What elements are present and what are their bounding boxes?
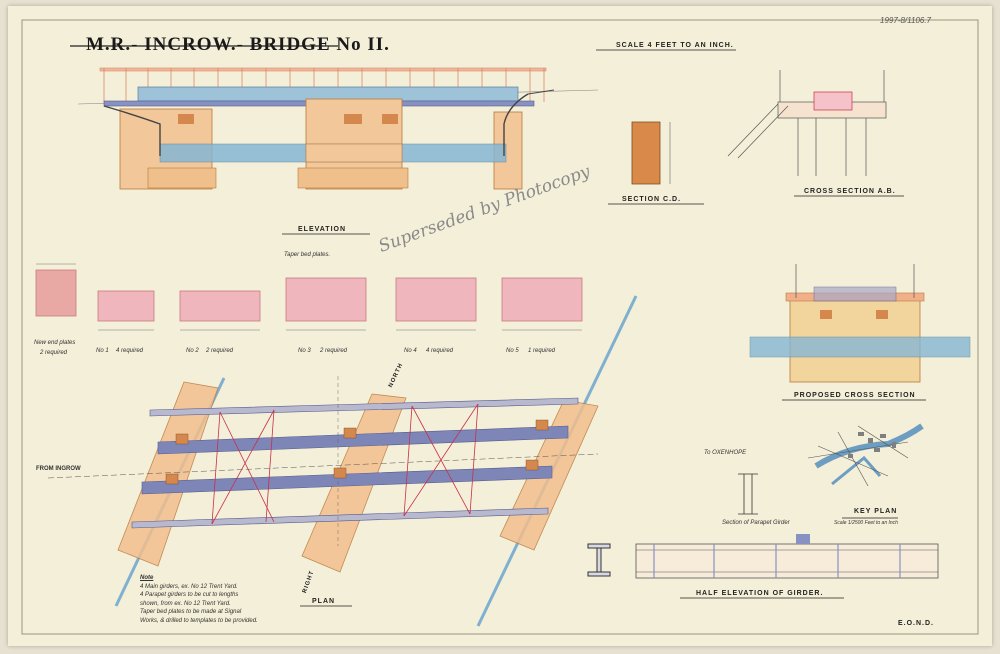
to-oxenhope-label: To OXENHOPE [704, 450, 747, 456]
bed-plates-view [35, 263, 583, 331]
bed-plate-5 [501, 277, 583, 322]
elevation-label: ELEVATION [298, 226, 347, 233]
bed-plate-label: No 5 [506, 348, 519, 354]
bed-plate-label: New end plates [34, 340, 76, 346]
plan-bracing [211, 403, 479, 525]
proposed-cross-section-view [749, 264, 971, 401]
parapet-girder-section-label: Section of Parapet Girder [722, 520, 790, 526]
note-line: Taper bed plates to be made at Signal [140, 609, 242, 615]
plan-label: PLAN [312, 598, 336, 605]
note-line: 4 Main girders, ex. No 12 Trent Yard. [140, 583, 238, 590]
bed-plate-required: 4 required [426, 348, 454, 354]
bed-plate-label: No 3 [298, 348, 311, 354]
proposed-stream [749, 336, 971, 358]
parapet-girder-section [738, 473, 758, 515]
bed-plate-4 [395, 277, 477, 322]
bed-plate-required: 1 required [528, 348, 556, 354]
key-plan-scale: Scale 1/2500 Feet to an Inch [834, 520, 898, 526]
bed-plate-required: 2 required [40, 350, 68, 356]
bed-plate-label: No 2 [186, 348, 199, 354]
section-cd-view [608, 121, 704, 205]
plan-girder-1 [157, 425, 569, 455]
bed-plate-1 [97, 290, 155, 322]
plan-parapet-north [149, 397, 579, 417]
note-line: 4 Parapet girders to be cut to lengths [140, 592, 239, 598]
cross-section-ab-view [727, 70, 904, 197]
parapet-rail [99, 67, 547, 72]
drawing-sheet: M.R.- INCROW.- BRIDGE No II. 1997-8/1106… [8, 6, 992, 646]
notes-block: Note 4 Main girders, ex. No 12 Trent Yar… [140, 574, 258, 625]
elevation-view [77, 67, 599, 235]
bed-plate-label: No 1 [96, 348, 109, 354]
note-line: Works, & drilled to templates to be prov… [140, 617, 258, 624]
bed-plate-new-end [35, 269, 77, 317]
half-elevation-label: HALF ELEVATION OF GIRDER. [696, 590, 824, 597]
bed-plate-required: 2 required [206, 348, 234, 354]
key-plan-label: KEY PLAN [854, 508, 898, 515]
plan-parapet-south [131, 507, 549, 529]
drawing-title: M.R.- INCROW.- BRIDGE No II. [86, 34, 390, 55]
bed-plate-label: No 4 [404, 348, 417, 354]
bed-plate-required: 2 required [320, 348, 348, 354]
bed-plate-required: 4 required [116, 348, 144, 354]
taper-bed-plates-label: Taper bed plates. [284, 252, 331, 258]
bed-plate-2 [179, 290, 261, 322]
notes-heading: Note [140, 575, 154, 581]
scale-label: SCALE 4 FEET TO AN INCH. [616, 42, 734, 49]
from-ingrow-label: FROM INGROW [36, 466, 81, 472]
half-elevation-girder [587, 534, 939, 599]
plan-view [47, 295, 638, 627]
plan-girder-2 [141, 465, 553, 495]
border-frame [21, 19, 979, 635]
cross-section-ab-label: CROSS SECTION A.B. [804, 188, 896, 195]
key-plan-map [807, 423, 924, 519]
section-cd-label: SECTION C.D. [622, 196, 682, 203]
note-line: shown, from ex. No 12 Trent Yard. [140, 600, 231, 607]
drawing-office-mark: E.O.N.D. [898, 620, 935, 627]
reference-number: 1997-8/1106.7 [880, 16, 932, 25]
engineering-drawing [21, 19, 979, 635]
proposed-cross-section-label: PROPOSED CROSS SECTION [794, 392, 916, 399]
bed-plate-3 [285, 277, 367, 322]
